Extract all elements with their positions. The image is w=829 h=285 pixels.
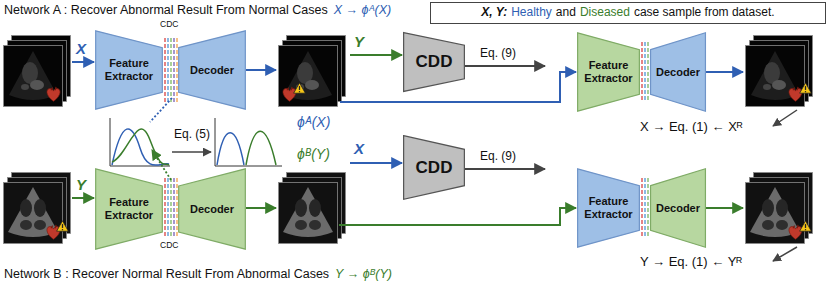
decoder: Decoder <box>178 168 246 250</box>
block-label: Decoder <box>190 64 234 77</box>
text-holder: Decoder <box>178 30 246 110</box>
feature-extractor: Feature Extractor <box>577 32 640 112</box>
legend-text: and <box>556 6 576 20</box>
output-symbol: ϕᴮ(Y) <box>297 146 330 162</box>
text-holder: Feature Extractor <box>577 168 640 248</box>
network-title: Network B : Recover Normal Result From A… <box>4 267 329 281</box>
text-holder: Decoder <box>650 168 706 248</box>
legend-box: X, Y: Healthy and Diseased case sample from … <box>430 2 826 24</box>
decoder: Decoder <box>650 32 706 112</box>
image-stack <box>4 173 71 244</box>
text-holder: Feature Extractor <box>95 30 163 110</box>
cdc-label: CDC <box>160 241 178 251</box>
cdd-block: CDD <box>403 135 465 200</box>
equation-ref: Eq. (9) <box>480 150 516 164</box>
distribution-plot <box>110 118 282 166</box>
cdd-block: CDD <box>403 32 465 92</box>
block-label: Feature Extractor <box>581 195 636 220</box>
text-holder: Feature Extractor <box>95 168 163 250</box>
block-label: Feature Extractor <box>99 196 159 221</box>
block-label: Decoder <box>656 66 700 79</box>
block-label: Decoder <box>656 202 700 215</box>
block-label: CDD <box>416 52 453 72</box>
input-symbol: Y <box>354 33 364 50</box>
legend-text: Diseased <box>580 6 630 20</box>
legend-text: X, Y: <box>481 6 507 20</box>
equation-ref: Eq. (5) <box>174 128 210 142</box>
decoder: Decoder <box>178 30 246 110</box>
block-label: Feature Extractor <box>581 59 636 84</box>
text-holder: Decoder <box>178 168 246 250</box>
equation-ref: Eq. (9) <box>480 47 516 61</box>
cdc-label: CDC <box>160 20 178 30</box>
legend-text: Healthy <box>511 6 552 20</box>
image-stack <box>746 173 813 244</box>
text-holder: CDD <box>403 135 465 200</box>
image-stack <box>746 36 813 107</box>
text-holder: CDD <box>403 32 465 92</box>
block-label: Feature Extractor <box>99 57 159 82</box>
input-symbol: Y <box>76 176 86 193</box>
feature-extractor: Feature Extractor <box>95 168 163 250</box>
text-holder: X, Y: Healthy and Diseased case sample from … <box>431 3 825 23</box>
network-title: Network A : Recover Abnormal Result From… <box>4 3 328 17</box>
image-stack <box>279 173 346 244</box>
input-symbol: X <box>76 40 86 57</box>
image-stack <box>4 36 71 107</box>
dotted-arrow <box>150 98 172 122</box>
image-stack <box>279 36 346 107</box>
loss-formula: X → Eq. (1) ← Xᴿ <box>640 120 743 135</box>
feature-extractor: Feature Extractor <box>95 30 163 110</box>
text-holder: Feature Extractor <box>577 32 640 112</box>
decoder: Decoder <box>650 168 706 248</box>
input-symbol: X <box>354 140 364 157</box>
mapping-formula: X → ϕᴬ(X) <box>334 3 392 17</box>
mapping-formula: Y → ϕᴮ(Y) <box>335 267 392 281</box>
block-label: Decoder <box>190 203 234 216</box>
text-holder: Decoder <box>650 32 706 112</box>
feature-extractor: Feature Extractor <box>577 168 640 248</box>
output-symbol: ϕᴬ(X) <box>297 114 330 130</box>
legend-text: case sample from dataset. <box>634 6 775 20</box>
dotted-arrow <box>152 150 171 180</box>
loss-formula: Y → Eq. (1) ← Yᴿ <box>640 255 742 270</box>
block-label: CDD <box>416 158 453 178</box>
